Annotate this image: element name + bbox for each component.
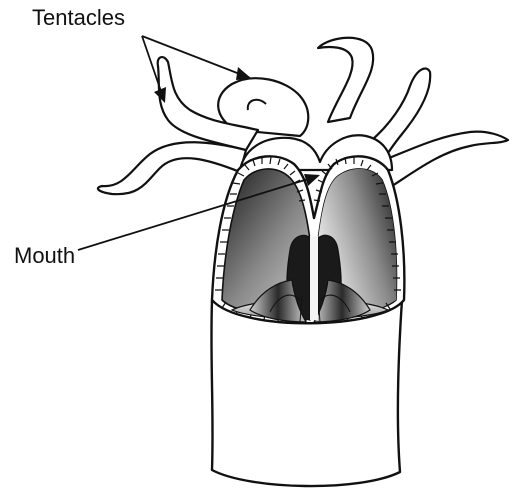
column-body — [211, 300, 402, 486]
tentacles-arrowhead-1 — [236, 67, 252, 80]
siphonoglyph-gap — [310, 236, 318, 320]
label-mouth: Mouth — [14, 243, 75, 269]
label-tentacles: Tentacles — [32, 5, 125, 31]
tentacle-back-right — [318, 38, 373, 122]
tentacle-right-long — [384, 132, 508, 186]
tentacle-left-long — [98, 142, 246, 194]
